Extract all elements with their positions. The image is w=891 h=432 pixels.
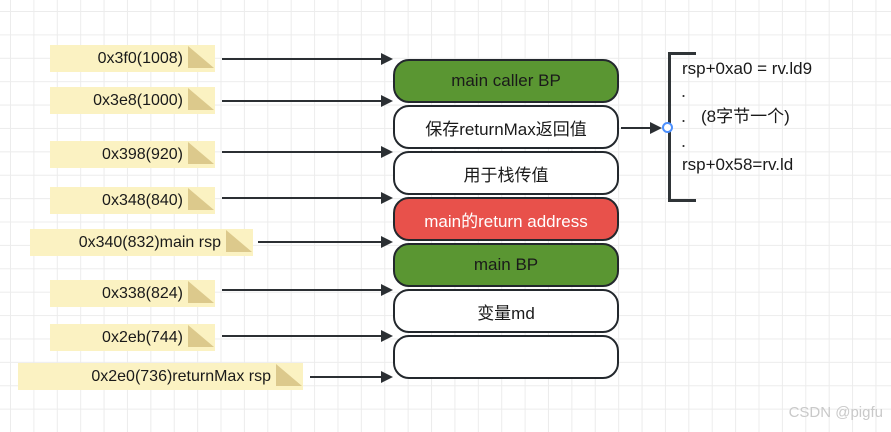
stack-cell [393,335,619,379]
note-fold-corner-icon [188,281,214,303]
note-fold-corner-icon [276,364,302,386]
annotation-line-top: rsp+0xa0 = rv.ld9 [682,59,813,78]
address-note: 0x2eb(744) [50,324,215,351]
arrow-connector [222,94,393,108]
arrow-connector [310,370,393,384]
stack-box-list: main caller BP 保存returnMax返回值 用于栈传值 main… [393,59,619,381]
address-note: 0x3e8(1000) [50,87,215,114]
address-note: 0x3f0(1008) [50,45,215,72]
address-note: 0x2e0(736)returnMax rsp [18,363,303,390]
note-fold-corner-icon [226,230,252,252]
stack-cell: 用于栈传值 [393,151,619,195]
note-fold-corner-icon [188,142,214,164]
arrow-connector [258,235,393,249]
arrow-connector [621,121,662,135]
arrow-connector [222,329,393,343]
connection-point-circle [662,122,673,133]
annotation-dot: . [681,106,687,126]
address-note-label: 0x338(824) [102,285,183,302]
annotation-dot: . [681,131,687,151]
stack-cell-label: 变量md [477,303,535,323]
stack-cell-label: main caller BP [451,71,561,90]
note-fold-corner-icon [188,188,214,210]
address-note-label: 0x3e8(1000) [93,92,183,109]
note-fold-corner-icon [188,325,214,347]
address-note: 0x348(840) [50,187,215,214]
annotation-dot: . [681,81,687,101]
address-note-label: 0x348(840) [102,192,183,209]
watermark: CSDN @pigfu [788,404,883,421]
address-note: 0x338(824) [50,280,215,307]
address-note-label: 0x2e0(736)returnMax rsp [91,368,271,385]
stack-cell: main BP [393,243,619,287]
address-note-label: 0x398(920) [102,146,183,163]
arrow-connector [222,52,393,66]
note-fold-corner-icon [188,88,214,110]
stack-cell-label: 保存returnMax返回值 [425,119,587,139]
address-note: 0x398(920) [50,141,215,168]
address-note-label: 0x340(832)main rsp [78,234,221,251]
note-fold-corner-icon [188,46,214,68]
stack-cell: 变量md [393,289,619,333]
stack-cell: main的return address [393,197,619,241]
arrow-connector [222,283,393,297]
arrow-connector [222,191,393,205]
address-note-label: 0x2eb(744) [102,329,183,346]
stack-cell: main caller BP [393,59,619,103]
stack-cell-label: main BP [473,255,539,274]
address-note: 0x340(832)main rsp [30,229,253,256]
stack-cell-label: main的return address [424,211,588,231]
stack-cell: 保存returnMax返回值 [393,105,619,149]
address-note-label: 0x3f0(1008) [97,50,183,67]
annotation-side-note: (8字节一个) [701,107,790,126]
annotation-line-bottom: rsp+0x58=rv.ld [682,155,794,174]
stack-cell-label: 用于栈传值 [463,165,549,185]
arrow-connector [222,145,393,159]
